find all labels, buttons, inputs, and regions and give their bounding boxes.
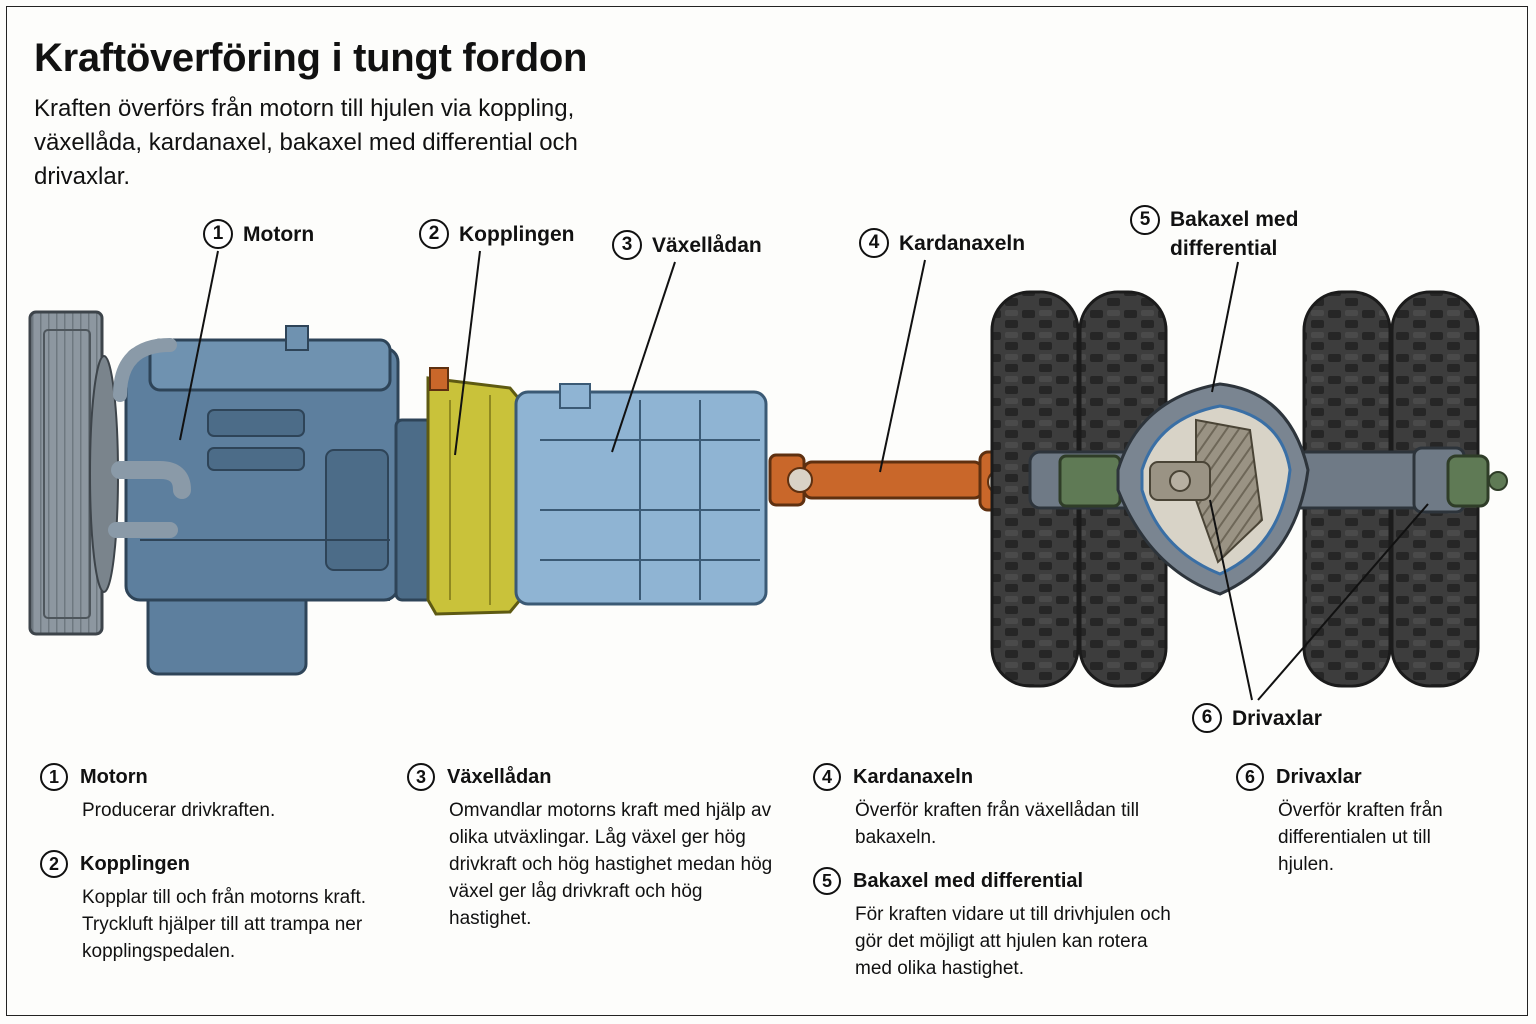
leader-lines [179,250,1429,701]
callout-label: Kopplingen [459,222,575,246]
legend-title: Kopplingen [80,852,190,875]
callout-kardanaxeln: 4 Kardanaxeln [859,228,1025,258]
legend-item-bakaxel-med-differential: 5 Bakaxel med differential För kraften v… [813,867,1173,982]
leader-line-motorn [179,250,219,441]
callout-label-block: Bakaxel med differential [1170,205,1298,263]
legend-heading: 2 Kopplingen [40,850,370,878]
legend-number: 5 [813,867,841,895]
callout-label: Motorn [243,222,315,246]
gearbox-housing [514,383,768,606]
legend-number: 4 [813,763,841,791]
callout-number: 6 [1192,703,1222,733]
legend-description: Överför kraften från växellådan till bak… [855,800,1140,848]
legend-item-motorn: 1 Motorn Producerar drivkraften. [40,763,370,824]
callout-motorn: 1 Motorn [203,219,314,249]
legend-heading: 1 Motorn [40,763,370,791]
legend-description: Kopplar till och från motorns kraft. Try… [82,887,367,962]
leader-line-vaxelladan [611,261,676,453]
legend-description: För kraften vidare ut till drivhjulen oc… [855,904,1171,979]
legend-title: Bakaxel med differential [853,869,1084,892]
callout-drivaxlar: 6 Drivaxlar [1192,703,1322,733]
radiator [28,310,119,636]
callout-vaxelladan: 3 Växellådan [612,230,762,260]
legend-item-kopplingen: 2 Kopplingen Kopplar till och från motor… [40,850,370,965]
figure-frame [6,6,1528,1016]
legend-heading: 5 Bakaxel med differential [813,867,1173,895]
callout-number: 2 [419,219,449,249]
callout-number: 4 [859,228,889,258]
legend-number: 2 [40,850,68,878]
callout-label-line1: Bakaxel med [1170,208,1299,231]
callout-label: Växellådan [652,233,762,257]
legend-description: Överför kraften från differentialen ut t… [1278,800,1443,875]
callout-kopplingen: 2 Kopplingen [419,219,574,249]
legend-item-drivaxlar: 6 Drivaxlar Överför kraften från differe… [1236,763,1476,878]
legend-title: Drivaxlar [1276,765,1362,788]
differential-housing [1116,382,1310,596]
legend-heading: 6 Drivaxlar [1236,763,1476,791]
engine-block [108,325,400,676]
clutch-housing [426,367,522,616]
leader-line-drivaxlar-right [1257,503,1429,701]
leader-line-kopplingen [454,250,481,456]
legend-title: Växellådan [447,765,552,788]
legend-item-vaxelladan: 3 Växellådan Omvandlar motorns kraft med… [407,763,787,932]
page-subtitle: Kraften överförs från motorn till hjulen… [34,95,578,190]
legend-number: 6 [1236,763,1264,791]
callout-label: Kardanaxeln [899,231,1026,255]
leader-line-drivaxlar-left [1209,499,1253,701]
legend-description: Producerar drivkraften. [82,800,276,821]
page-title: Kraftöverföring i tungt fordon [34,36,588,80]
legend-description: Omvandlar motorns kraft med hjälp av oli… [449,800,773,929]
callout-label: Drivaxlar [1232,706,1322,730]
callout-number: 1 [203,219,233,249]
legend-heading: 4 Kardanaxeln [813,763,1143,791]
legend-item-kardanaxeln: 4 Kardanaxeln Överför kraften från växel… [813,763,1143,851]
leader-line-kardanaxeln [879,259,926,473]
callout-bakaxel-med-differential: 5 Bakaxel med differential [1130,205,1298,263]
legend-number: 1 [40,763,68,791]
legend-title: Motorn [80,765,148,788]
callout-label-line2: differential [1170,237,1278,260]
legend-title: Kardanaxeln [853,765,974,788]
callout-number: 5 [1130,205,1160,235]
callout-number: 3 [612,230,642,260]
legend-heading: 3 Växellådan [407,763,787,791]
leader-line-bakaxel [1211,261,1239,393]
legend-number: 3 [407,763,435,791]
